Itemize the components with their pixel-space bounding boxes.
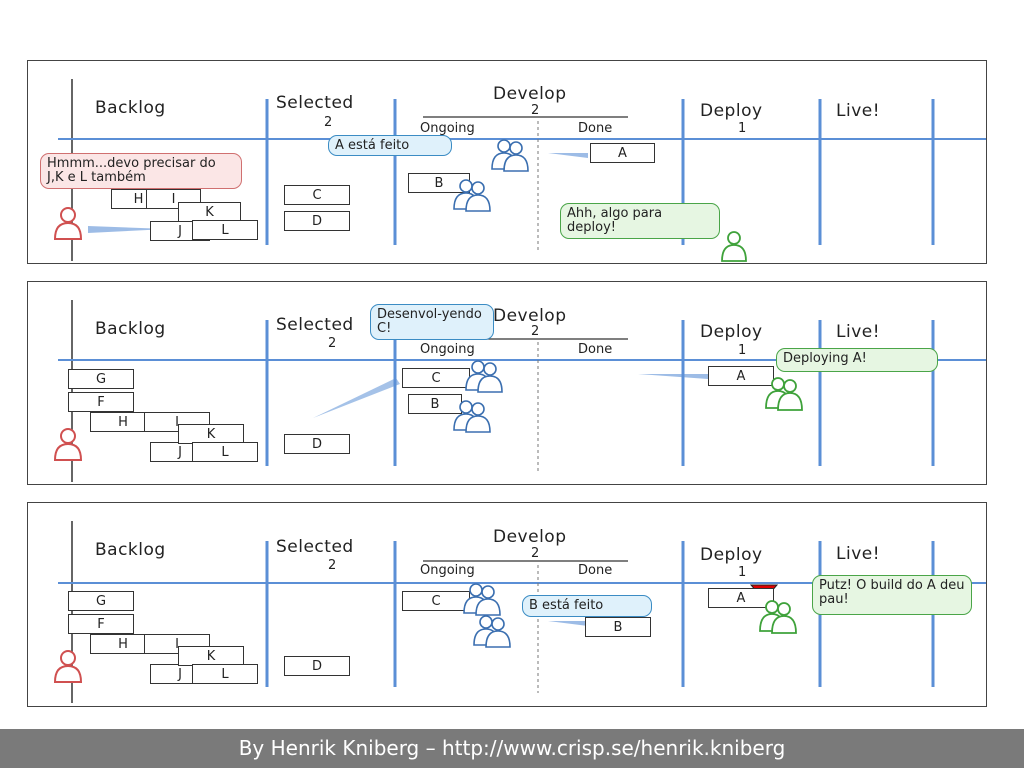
- card-l: L: [192, 664, 258, 684]
- wip-limit-deploy: 1: [738, 343, 747, 358]
- board-grid-lines: [58, 300, 986, 482]
- card-b: B: [585, 617, 651, 637]
- subcolumn-done: Done: [578, 563, 613, 578]
- wip-limit-develop: 2: [531, 324, 540, 339]
- column-header-backlog: Backlog: [95, 98, 166, 118]
- subcolumn-ongoing: Ongoing: [420, 121, 475, 136]
- dev-team-icon: [491, 139, 529, 172]
- column-header-develop: Develop: [493, 527, 567, 547]
- deploy-team-icon: [765, 377, 803, 411]
- column-header-live: Live!: [836, 101, 881, 121]
- wip-limit-deploy: 1: [738, 121, 747, 136]
- card-g: G: [68, 591, 134, 611]
- wip-limit-selected: 2: [328, 558, 337, 573]
- column-header-deploy: Deploy: [700, 322, 763, 342]
- speech-bubble-dev-team: A está feito: [328, 135, 452, 156]
- wip-limit-selected: 2: [324, 115, 333, 130]
- card-f: F: [68, 392, 134, 412]
- kanban-board-panel-1: Backlog Selected 2 Develop 2 Ongoing Don…: [27, 60, 987, 264]
- column-header-selected: Selected: [276, 315, 354, 335]
- card-b: B: [408, 394, 462, 414]
- card-g: G: [68, 369, 134, 389]
- dev-team-icon: [453, 179, 491, 212]
- column-header-live: Live!: [836, 544, 881, 564]
- subcolumn-ongoing: Ongoing: [420, 563, 475, 578]
- column-header-develop: Develop: [493, 306, 567, 326]
- column-header-selected: Selected: [276, 537, 354, 557]
- card-l: L: [192, 220, 258, 240]
- column-header-selected: Selected: [276, 93, 354, 113]
- kanban-board-panel-3: Backlog Selected 2 Develop 2 Ongoing Don…: [27, 502, 987, 707]
- product-owner-icon: [53, 650, 83, 683]
- card-c: C: [284, 185, 350, 205]
- product-owner-icon: [53, 428, 83, 461]
- column-header-deploy: Deploy: [700, 545, 763, 565]
- card-k: K: [178, 202, 241, 222]
- dev-team-icon: [465, 360, 503, 393]
- card-k: K: [178, 424, 244, 444]
- dev-team-icon: [473, 615, 511, 648]
- board-grid-lines: [58, 79, 986, 261]
- kanban-board-panel-2: Backlog Selected 2 Develop 2 Ongoing Don…: [27, 281, 987, 485]
- card-d: D: [284, 211, 350, 231]
- card-a: A: [590, 143, 655, 163]
- column-header-backlog: Backlog: [95, 540, 166, 560]
- card-f: F: [68, 614, 134, 634]
- wip-limit-deploy: 1: [738, 565, 747, 580]
- column-header-develop: Develop: [493, 84, 567, 104]
- dev-team-icon: [463, 583, 501, 616]
- speech-bubble-deploy-team: Ahh, algo para deploy!: [560, 203, 720, 239]
- card-d: D: [284, 434, 350, 454]
- card-a: A: [708, 588, 774, 608]
- deploy-team-icon: [721, 231, 747, 262]
- column-header-deploy: Deploy: [700, 101, 763, 121]
- deploy-team-icon: [759, 600, 797, 634]
- footer-credit: By Henrik Kniberg – http://www.crisp.se/…: [0, 729, 1024, 768]
- subcolumn-done: Done: [578, 342, 613, 357]
- dev-team-icon: [453, 400, 491, 433]
- subcolumn-done: Done: [578, 121, 613, 136]
- card-a: A: [708, 366, 774, 386]
- column-header-backlog: Backlog: [95, 319, 166, 339]
- product-owner-icon: [53, 207, 83, 240]
- card-l: L: [192, 442, 258, 462]
- wip-limit-develop: 2: [531, 546, 540, 561]
- card-k: K: [178, 646, 244, 666]
- speech-bubble-dev-team: B está feito: [522, 595, 652, 617]
- speech-bubble-deploy-team: Putz! O build do A deu pau!: [812, 575, 972, 615]
- column-header-live: Live!: [836, 322, 881, 342]
- speech-bubble-product-owner: Hmmm...devo precisar do J,K e L também: [40, 153, 242, 189]
- wip-limit-develop: 2: [531, 103, 540, 118]
- card-h: H: [90, 412, 156, 432]
- speech-bubble-dev-team: Desenvol-yendo C!: [370, 304, 494, 340]
- wip-limit-selected: 2: [328, 336, 337, 351]
- speech-bubble-deploy-team: Deploying A!: [776, 348, 938, 372]
- subcolumn-ongoing: Ongoing: [420, 342, 475, 357]
- card-d: D: [284, 656, 350, 676]
